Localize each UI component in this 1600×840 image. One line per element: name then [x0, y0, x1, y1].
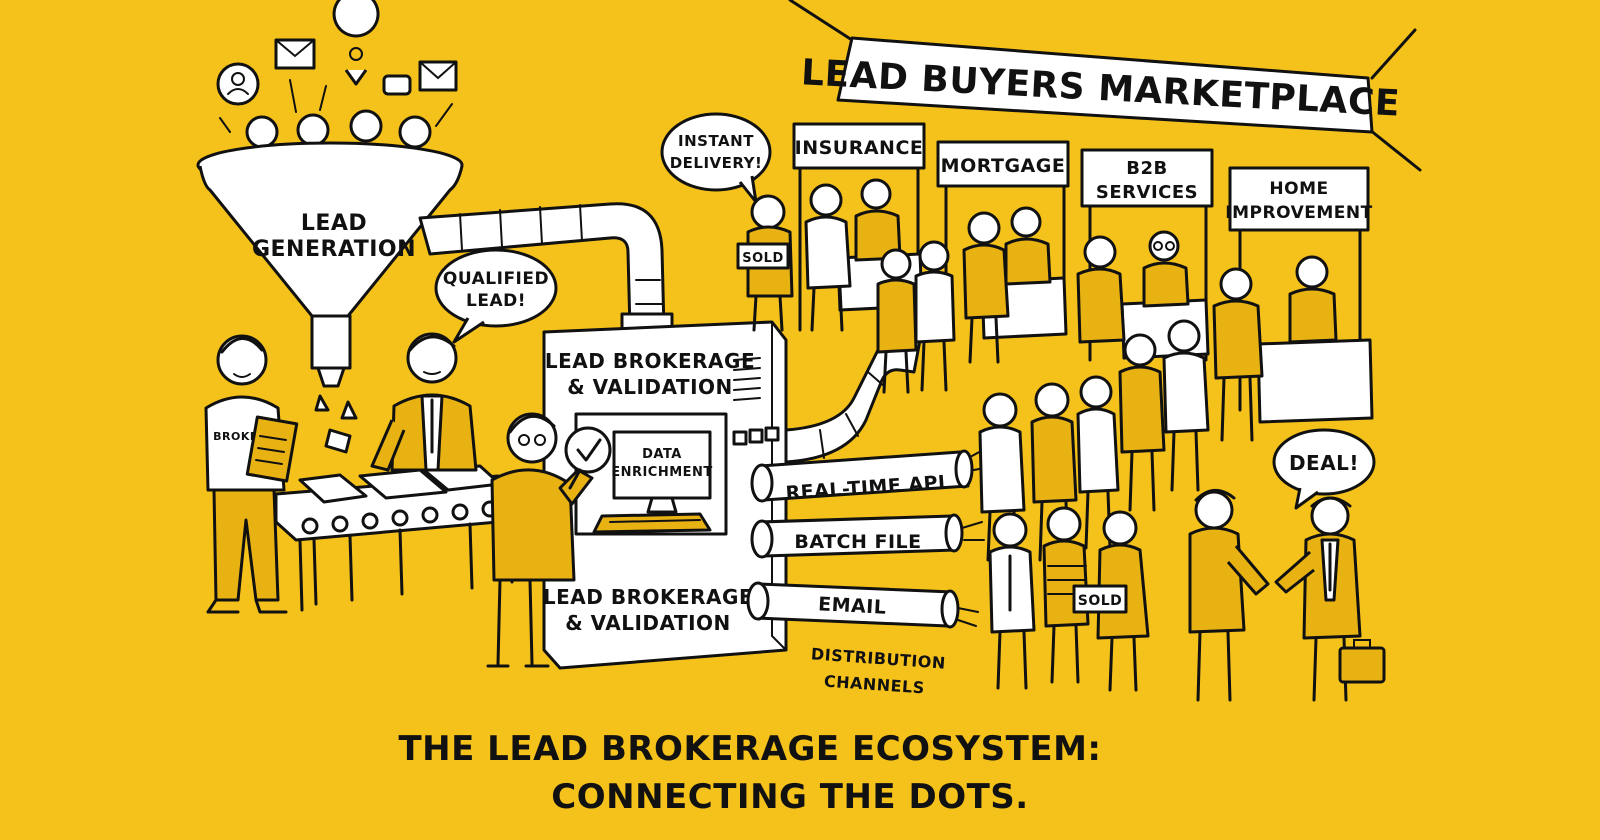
chat-icon: [382, 74, 412, 96]
crowd-person: [914, 240, 956, 392]
brokerage-machine: LEAD BROKERAGE & VALIDATION DATA ENRICHM…: [542, 320, 788, 670]
caption: THE LEAD BROKERAGE ECOSYSTEM: CONNECTING…: [398, 729, 1101, 817]
crowd-person: [988, 512, 1036, 690]
machine-bottom-line2: & VALIDATION: [565, 611, 731, 635]
sold-sign-text: SOLD: [742, 251, 784, 266]
booth-b2b-line2: SERVICES: [1096, 182, 1198, 203]
crowd-person: [1076, 375, 1120, 550]
sold-sign: SOLD: [1072, 584, 1128, 614]
qualified-bubble-line1: QUALIFIED: [443, 269, 549, 289]
screen-line2: ENRICHMENT: [611, 465, 713, 480]
screen-line1: DATA: [642, 447, 682, 462]
crowd-person: [978, 392, 1026, 562]
booth-home-line2: IMPROVEMENT: [1225, 203, 1372, 223]
envelope-icon: [274, 38, 316, 70]
channel-email: EMAIL: [746, 581, 960, 629]
briefcase-icon: [1338, 639, 1386, 684]
inspector-person: [486, 412, 612, 668]
funnel-label-line2: GENERATION: [252, 237, 416, 262]
crowd-person: [1118, 333, 1166, 512]
pipe-to-marketplace: [784, 334, 922, 464]
channel-batch-file-label: BATCH FILE: [794, 531, 921, 553]
crowd-person: [876, 248, 918, 394]
funnel-label-line1: LEAD: [301, 211, 367, 236]
clipboard-icon: [245, 415, 299, 483]
booth-insurance-line1: INSURANCE: [795, 137, 924, 159]
enrichment-monitor: [612, 430, 712, 500]
machine-bottom-line1: LEAD BROKERAGE: [543, 585, 753, 609]
instant-bubble-line2: DELIVERY!: [670, 154, 763, 172]
user-pin-icon: [332, 0, 380, 86]
channel-email-label: EMAIL: [818, 593, 887, 619]
dealmaker-left: [1188, 489, 1270, 702]
instant-bubble-line1: INSTANT: [678, 132, 754, 150]
conveyor-worker: [370, 332, 478, 472]
machine-top-line1: LEAD BROKERAGE: [545, 349, 755, 373]
caption-line2: CONNECTING THE DOTS.: [551, 777, 1028, 817]
crowd-person: SOLD: [1072, 510, 1150, 692]
buyer-crowd: SOLD: [876, 240, 1210, 692]
dealmaker-right: [1274, 496, 1386, 702]
crowd-person: [1030, 382, 1078, 562]
user-icon: [216, 62, 260, 106]
channels-label-line2: CHANNELS: [823, 672, 925, 698]
channels-label-line1: DISTRIBUTION: [810, 644, 946, 672]
conveyor-belt: [274, 464, 522, 612]
sold-sign-text: SOLD: [1078, 593, 1123, 609]
channel-batch-file: BATCH FILE: [750, 513, 964, 559]
seller-person: SOLD: [736, 194, 794, 332]
keyboard-icon: [592, 512, 712, 534]
lead-generation-funnel: LEAD GENERATION: [196, 0, 464, 454]
deal-bubble: DEAL!: [1272, 428, 1376, 510]
envelope-icon: [418, 60, 458, 92]
booth-home-line1: HOME: [1269, 179, 1328, 199]
deal-bubble-text: DEAL!: [1289, 451, 1359, 475]
qualified-bubble-line2: LEAD!: [466, 291, 526, 311]
booth-mortgage-line1: MORTGAGE: [941, 155, 1066, 177]
magnifier-checkmark-icon: [564, 426, 612, 490]
instant-delivery-bubble: INSTANT DELIVERY!: [660, 112, 772, 204]
qualified-lead-bubble: QUALIFIED LEAD!: [434, 248, 558, 344]
booth-home-improvement: HOME IMPROVEMENT: [1212, 166, 1374, 442]
crowd-person: [1162, 319, 1210, 492]
machine-top-line2: & VALIDATION: [567, 375, 733, 399]
caption-line1: THE LEAD BROKERAGE ECOSYSTEM:: [398, 729, 1101, 769]
broker-person: BROKER: [204, 334, 299, 614]
sold-sign: SOLD: [736, 242, 790, 270]
booth-b2b-line1: B2B: [1126, 158, 1167, 179]
booth-mortgage: MORTGAGE: [936, 140, 1070, 364]
